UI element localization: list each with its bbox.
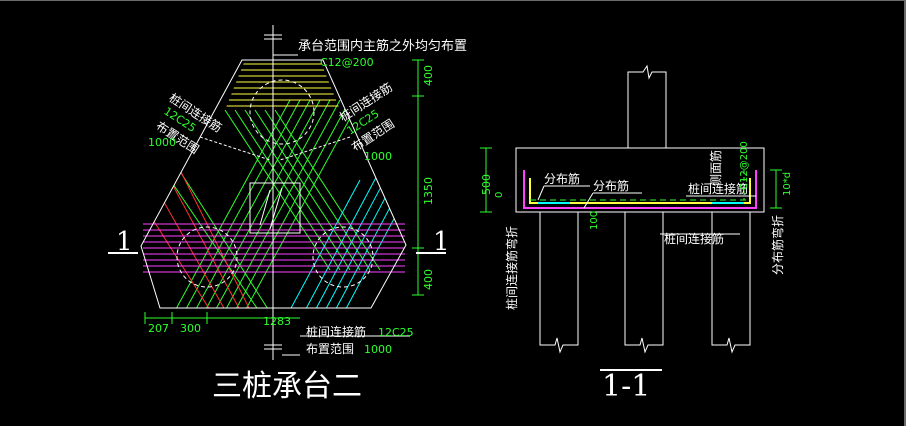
pile-left bbox=[176, 226, 238, 288]
pile-right bbox=[312, 226, 374, 288]
dim-top: 400 bbox=[422, 65, 435, 86]
column-box bbox=[249, 182, 301, 234]
bottom-range-value: 1000 bbox=[364, 343, 392, 356]
label-10d: 10*d bbox=[782, 172, 793, 196]
section-1-1 bbox=[480, 64, 782, 371]
dim-b1: 207 bbox=[148, 322, 169, 335]
left-range-value: 1000 bbox=[148, 136, 176, 149]
rebar-bottom-yellow bbox=[529, 178, 751, 204]
bottom-link-label: 桩间连接筋 bbox=[306, 324, 366, 339]
section-dim-100: 100 bbox=[589, 211, 600, 230]
dim-b3: 1283 bbox=[263, 315, 291, 328]
label-distribution-1: 分布筋 bbox=[544, 171, 580, 186]
pile-top bbox=[249, 79, 315, 145]
dim-mid: 1350 bbox=[422, 177, 435, 205]
label-dist-bend: 分布筋弯折 bbox=[770, 215, 785, 275]
bottom-range-label: 布置范围 bbox=[306, 342, 354, 356]
section-pile-left bbox=[539, 212, 579, 354]
rebar-bottom-magenta bbox=[523, 170, 757, 209]
label-link: 桩间连接筋 bbox=[688, 181, 748, 196]
section-cap bbox=[515, 147, 765, 213]
rebar-hatch-red bbox=[149, 169, 251, 308]
pile-cap-plan bbox=[108, 25, 446, 360]
section-pile-mid bbox=[624, 212, 664, 354]
dim-bot: 400 bbox=[422, 269, 435, 290]
dim-b2: 300 bbox=[180, 322, 201, 335]
label-side-rebar: 侧面筋 bbox=[708, 150, 723, 186]
section-column bbox=[627, 64, 667, 148]
section-mark-right: 1 bbox=[433, 227, 450, 257]
section-dim-zero: 0 bbox=[494, 192, 505, 198]
bottom-link-spec: 12C25 bbox=[378, 326, 414, 339]
note-main-spec: C12@200 bbox=[320, 56, 374, 69]
rebar-hatch-top bbox=[225, 63, 340, 107]
label-side-spec: C12@200 bbox=[739, 141, 750, 190]
plan-title: 三桩承台二 bbox=[212, 369, 362, 404]
label-link-bottom: 桩间连接筋 bbox=[664, 231, 724, 246]
label-link-bend: 桩间连接筋弯折 bbox=[504, 226, 519, 310]
section-title: 1-1 bbox=[602, 369, 650, 404]
pile-cap-outline bbox=[140, 59, 407, 309]
label-distribution-2: 分布筋 bbox=[593, 178, 629, 193]
rebar-band-magenta bbox=[143, 223, 405, 273]
section-pile-right bbox=[711, 212, 751, 354]
section-dim-height-label: 500 bbox=[480, 174, 493, 195]
section-mark-left: 1 bbox=[116, 227, 133, 257]
right-range-value: 1000 bbox=[364, 150, 392, 163]
note-main: 承台范围内主筋之外均匀布置 bbox=[298, 38, 467, 54]
